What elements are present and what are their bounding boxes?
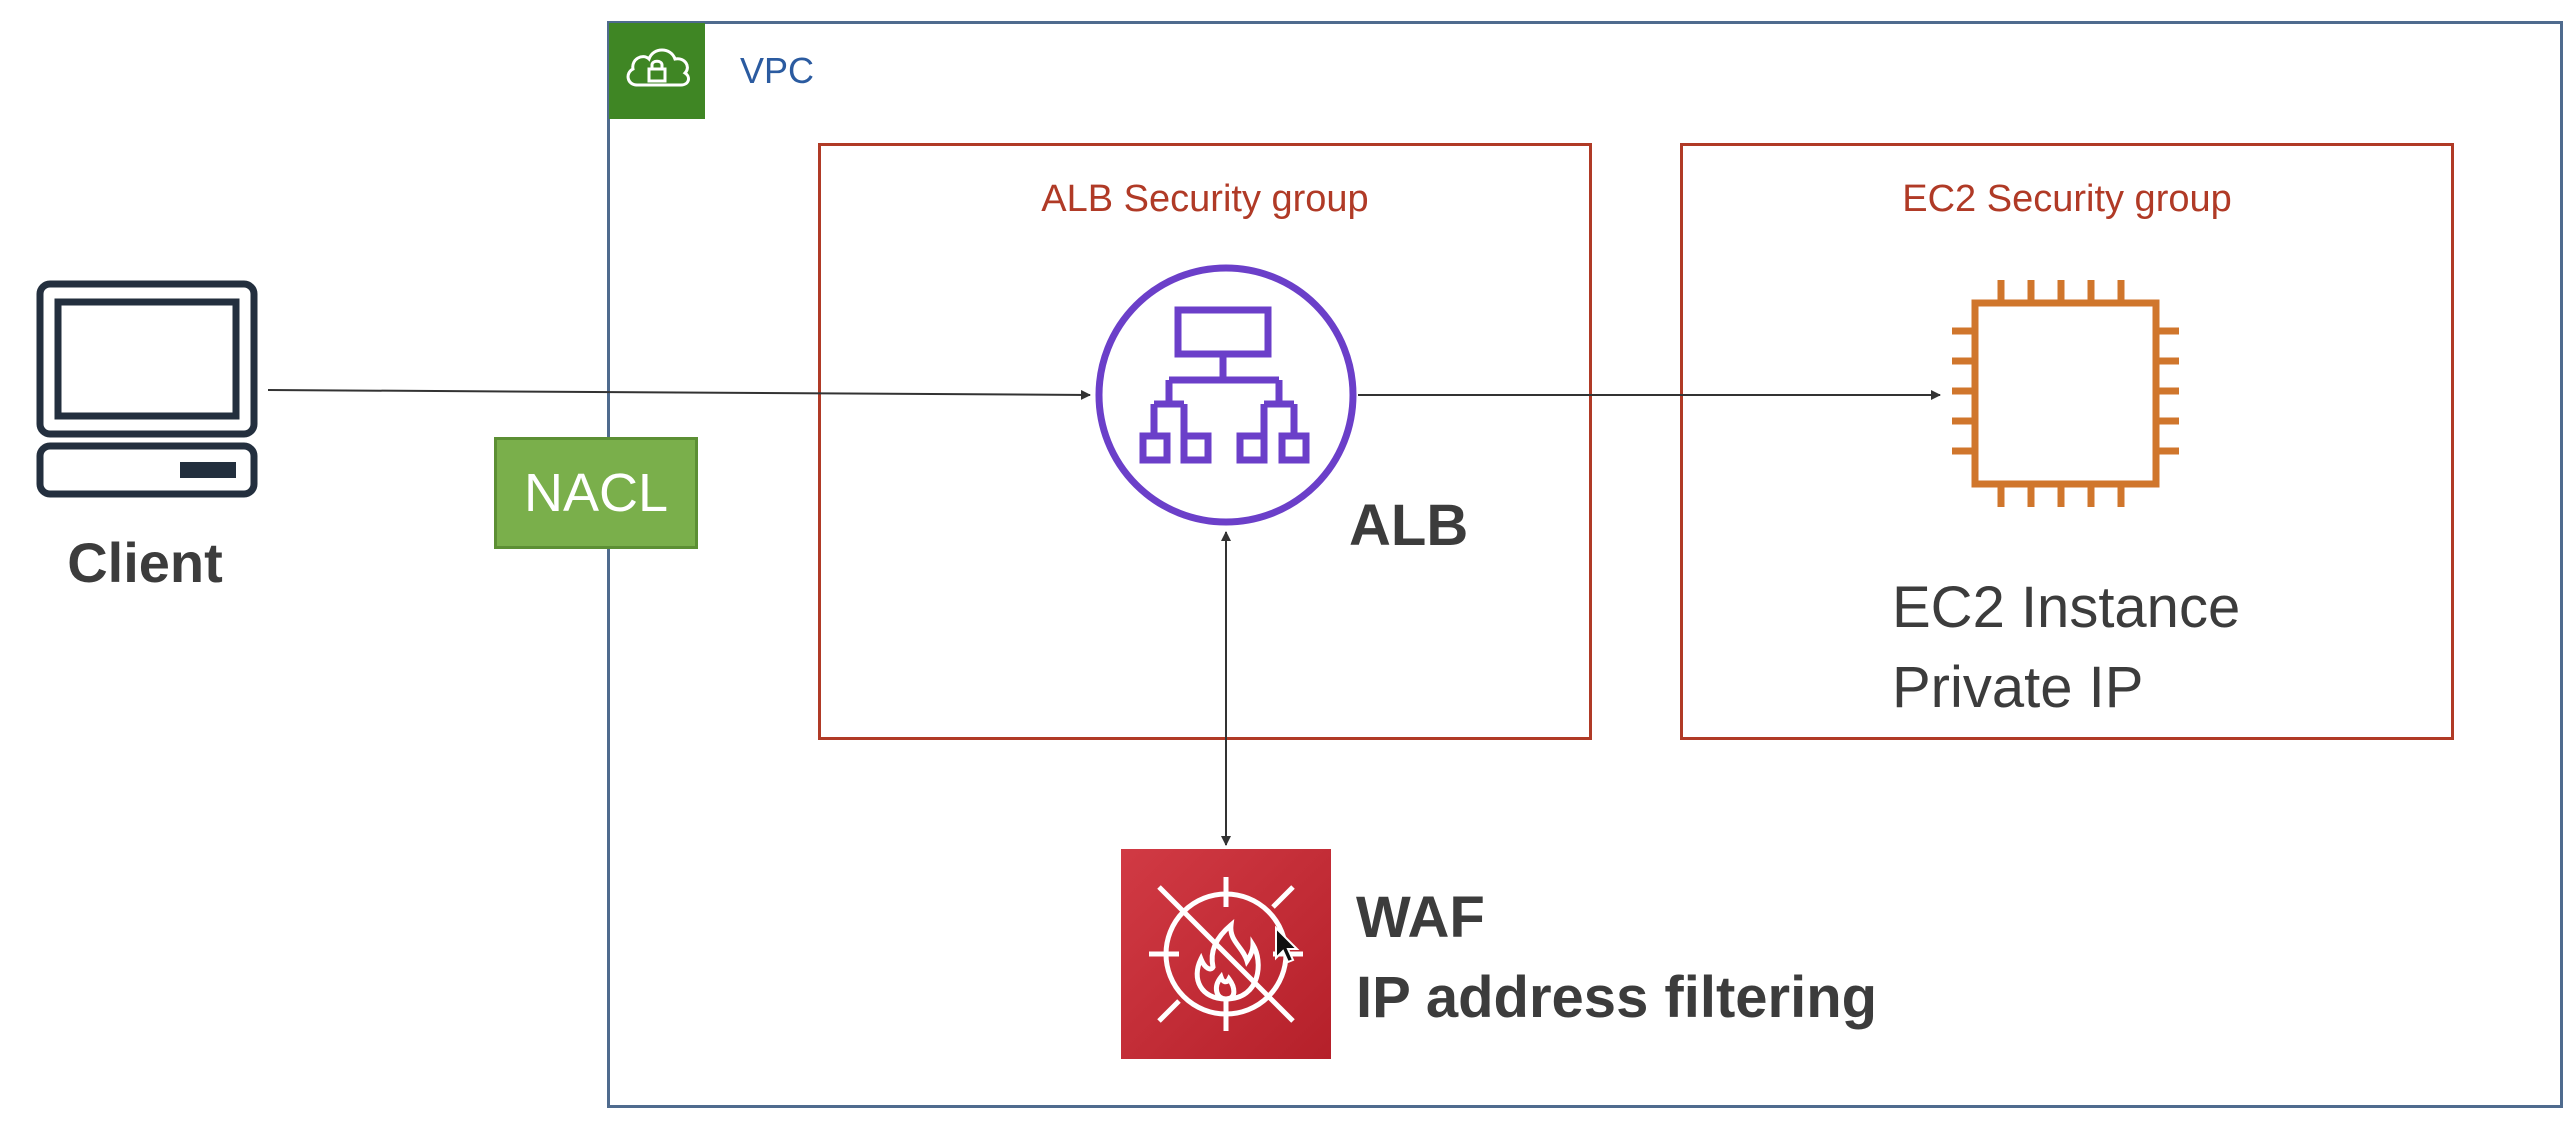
ec2-label-line1: EC2 Instance [1892,575,2241,640]
alb-security-group-title: ALB Security group [1041,178,1369,220]
ec2-security-group-title: EC2 Security group [1902,178,2232,220]
waf-label-line2: IP address filtering [1356,965,1878,1030]
alb-security-group [818,143,1592,740]
ec2-label-line2: Private IP [1892,655,2144,720]
vpc-container [607,21,2563,1108]
waf-label: WAF IP address filtering [1356,878,1877,1038]
ec2-label: EC2 Instance Private IP [1892,568,2240,728]
waf-label-line1: WAF [1356,885,1485,950]
nacl-label: NACL [523,463,669,523]
client-label: Client [67,531,223,594]
client-to-alb-arrow [267,389,1091,400]
vpc-label: VPC [740,50,815,91]
cloud-lock-icon [609,23,705,119]
firewall-icon [1121,849,1331,1059]
nacl-badge: NACL [494,437,698,549]
alb-label: ALB [1349,493,1469,558]
ec2-security-group [1680,143,2454,740]
